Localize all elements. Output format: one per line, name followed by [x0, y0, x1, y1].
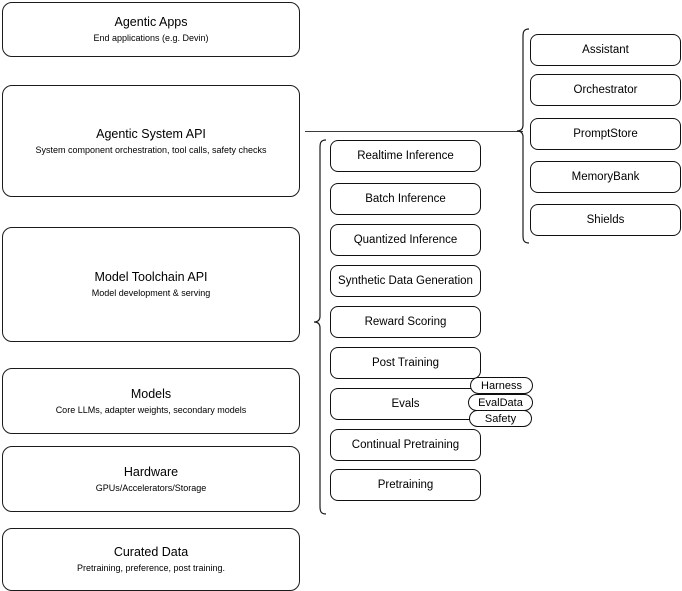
- layer-subtitle: Pretraining, preference, post training.: [76, 563, 226, 573]
- capability-box-batch-inference[interactable]: Batch Inference: [330, 183, 481, 215]
- layer-title: Agentic Apps: [114, 15, 188, 29]
- capability-box-reward-scoring[interactable]: Reward Scoring: [330, 306, 481, 338]
- layer-subtitle: Model development & serving: [91, 288, 211, 298]
- layer-box-agentic-apps[interactable]: Agentic Apps End applications (e.g. Devi…: [2, 2, 300, 57]
- capability-label: Batch Inference: [365, 193, 446, 205]
- connector-system-api-to-components: [305, 131, 523, 132]
- evals-tag-harness[interactable]: Harness: [470, 377, 533, 394]
- evals-tag-safety[interactable]: Safety: [469, 410, 532, 427]
- layer-title: Hardware: [123, 464, 179, 479]
- layer-box-hardware[interactable]: Hardware GPUs/Accelerators/Storage: [2, 446, 300, 512]
- component-label: PromptStore: [573, 128, 638, 140]
- capability-box-evals[interactable]: Evals: [330, 388, 481, 420]
- capability-box-post-training[interactable]: Post Training: [330, 347, 481, 379]
- capability-box-pretraining[interactable]: Pretraining: [330, 469, 481, 501]
- component-box-memorybank[interactable]: MemoryBank: [530, 161, 681, 193]
- capability-box-continual-pretraining[interactable]: Continual Pretraining: [330, 429, 481, 461]
- component-box-assistant[interactable]: Assistant: [530, 34, 681, 66]
- layer-subtitle: Core LLMs, adapter weights, secondary mo…: [55, 404, 247, 415]
- layer-title: Curated Data: [113, 545, 189, 559]
- evals-tag-label: Harness: [481, 379, 522, 392]
- brace-system-components: [516, 28, 530, 244]
- layer-box-agentic-system-api[interactable]: Agentic System API System component orch…: [2, 85, 300, 197]
- evals-tag-label: Safety: [484, 412, 517, 425]
- layer-title: Model Toolchain API: [94, 270, 208, 284]
- component-box-promptstore[interactable]: PromptStore: [530, 118, 681, 150]
- layer-subtitle: GPUs/Accelerators/Storage: [95, 482, 207, 493]
- capability-label: Realtime Inference: [357, 150, 454, 162]
- layer-box-curated-data[interactable]: Curated Data Pretraining, preference, po…: [2, 528, 300, 591]
- capability-label: Post Training: [371, 357, 440, 369]
- layer-title: Models: [130, 386, 172, 401]
- capability-label: Reward Scoring: [364, 316, 447, 328]
- layer-box-models[interactable]: Models Core LLMs, adapter weights, secon…: [2, 368, 300, 434]
- layer-subtitle: End applications (e.g. Devin): [93, 33, 209, 43]
- capability-box-realtime-inference[interactable]: Realtime Inference: [330, 140, 481, 172]
- component-box-shields[interactable]: Shields: [530, 204, 681, 236]
- component-label: Assistant: [582, 44, 629, 56]
- evals-tag-label: EvalData: [478, 396, 523, 409]
- capability-box-synthetic-data-generation[interactable]: Synthetic Data Generation: [330, 265, 481, 297]
- component-box-orchestrator[interactable]: Orchestrator: [530, 74, 681, 106]
- capability-label: Synthetic Data Generation: [338, 275, 473, 287]
- evals-tag-evaldata[interactable]: EvalData: [468, 394, 533, 411]
- capability-label: Quantized Inference: [353, 234, 458, 246]
- component-label: Shields: [586, 214, 625, 226]
- layer-subtitle: System component orchestration, tool cal…: [35, 144, 267, 155]
- capability-box-quantized-inference[interactable]: Quantized Inference: [330, 224, 481, 256]
- component-label: MemoryBank: [571, 171, 640, 183]
- capability-label: Pretraining: [377, 479, 434, 491]
- layer-title: Agentic System API: [96, 126, 206, 141]
- component-label: Orchestrator: [573, 84, 638, 96]
- brace-toolchain-capabilities: [313, 139, 327, 515]
- capability-label: Continual Pretraining: [351, 439, 460, 451]
- capability-label: Evals: [391, 398, 420, 410]
- layer-box-model-toolchain-api[interactable]: Model Toolchain API Model development & …: [2, 227, 300, 342]
